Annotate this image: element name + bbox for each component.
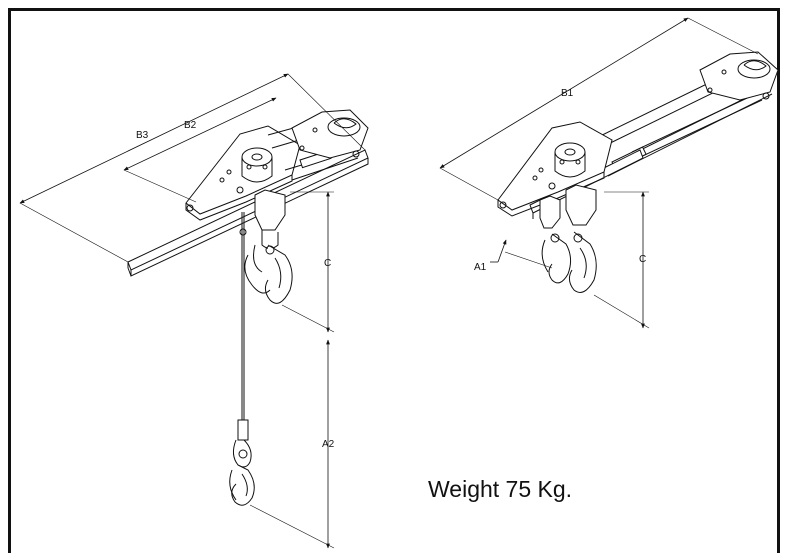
dim-label-b2: B2 bbox=[184, 120, 197, 131]
right-wheel-assembly bbox=[699, 51, 779, 101]
dim-label-b3: B3 bbox=[136, 130, 149, 141]
right-trolley-assembly bbox=[497, 51, 779, 293]
left-wheel-assembly bbox=[291, 109, 369, 159]
right-hooks bbox=[539, 184, 597, 293]
dim-label-a2: A2 bbox=[322, 439, 335, 450]
dim-label-a1: A1 bbox=[474, 262, 487, 273]
dim-label-c-right: C bbox=[639, 254, 646, 265]
left-cable-and-lower-hook bbox=[229, 212, 255, 506]
left-dimensions bbox=[19, 73, 366, 549]
weight-label: Weight 75 Kg. bbox=[428, 476, 573, 502]
dim-label-b1: B1 bbox=[561, 88, 574, 99]
dim-label-c-left: C bbox=[324, 258, 331, 269]
right-dimensions bbox=[439, 17, 759, 329]
